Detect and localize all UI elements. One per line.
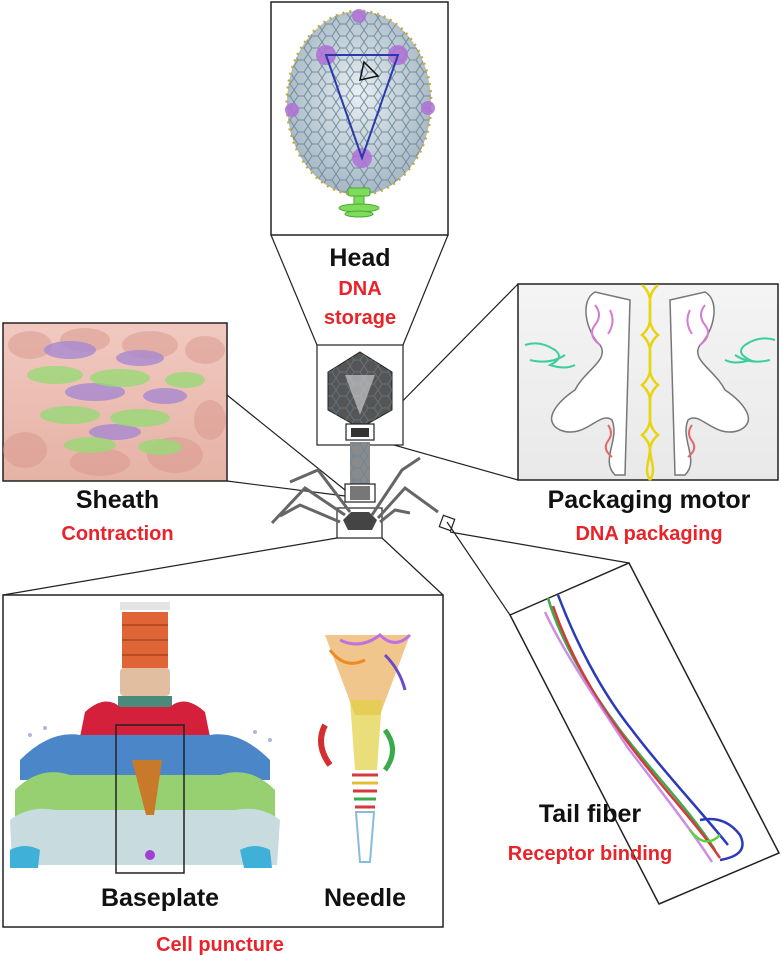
head-function-label-line2: storage [323,307,397,329]
baseplate-zoom-line-left [2,537,338,596]
head-zoom-line-left [270,234,318,346]
packaging-motor-panel [517,283,779,481]
tail-fiber-model [543,594,744,863]
fiber-zoom-line-right [449,531,630,564]
phage-tail [350,442,370,484]
head-panel [270,1,449,236]
sheath-zoom-line-lower [226,480,346,497]
tail-fiber-function-label: Receptor binding [507,843,673,865]
packaging-motor-function-label: DNA packaging [575,523,723,545]
packaging-motor-label: Packaging motor [547,486,751,514]
sheath-label: Sheath [75,486,160,514]
head-label: Head [329,244,391,272]
sheath-panel [2,322,228,482]
phage-neck [351,428,369,437]
baseplate-label: Baseplate [100,884,220,912]
needle-label: Needle [324,884,406,912]
tail-fiber-panel [508,562,781,905]
phage-head [327,351,393,429]
head-function-label-line1: DNA [338,278,382,300]
head-capsid-model [285,9,435,218]
needle-location-box [115,724,185,874]
fiber-zoom-line-left [446,521,511,616]
tail-fiber-label: Tail fiber [538,800,642,828]
baseplate-model [10,602,280,874]
baseplate-zoom-line-right [381,537,444,596]
packaging-motor-panel-frame [517,283,779,481]
head-zoom-line-right [402,234,449,346]
packaging-motor-model [524,284,776,481]
needle-model [318,633,412,863]
phage-tail-fibers [270,456,439,525]
sheath-density-map [3,328,226,476]
baseplate-needle-panel [2,594,444,928]
cell-puncture-label: Cell puncture [156,934,284,956]
motor-zoom-line-lower [375,439,519,481]
phage-overview [270,344,456,539]
sheath-function-label: Contraction [61,523,174,545]
sheath-zoom-line-upper [226,394,346,491]
